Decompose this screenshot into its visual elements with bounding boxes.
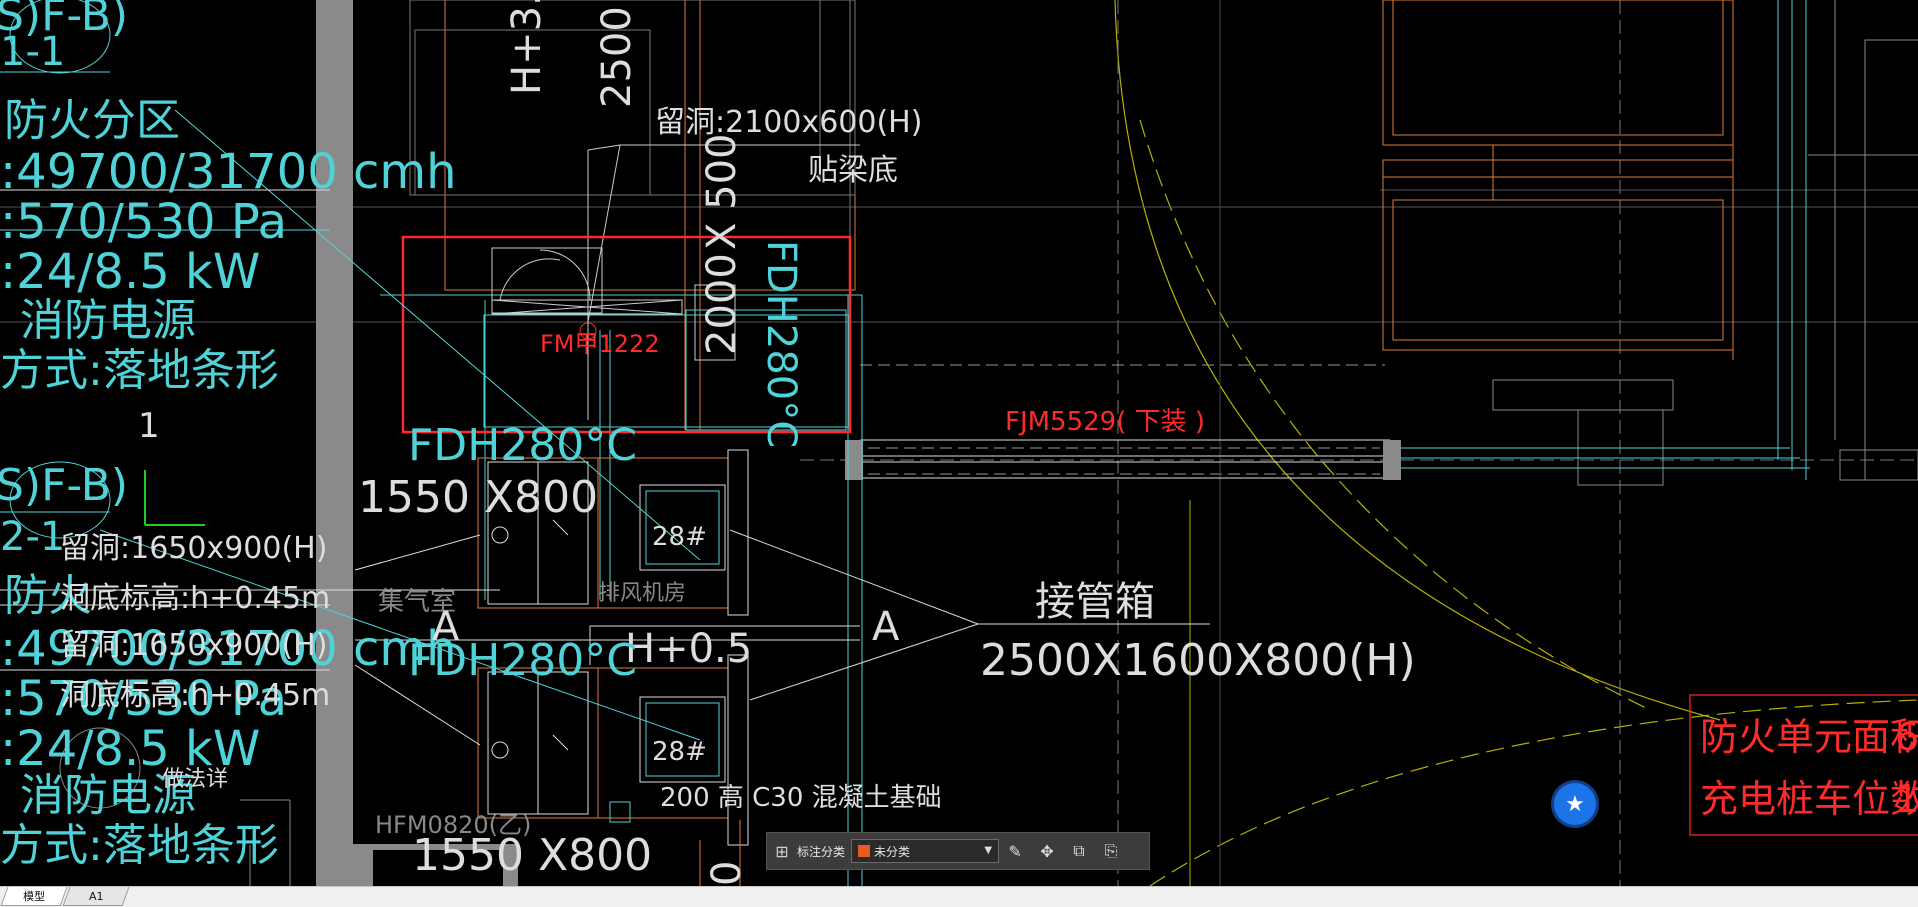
copy-icon[interactable]: ⧉ <box>1073 841 1085 860</box>
annotation-category-label: 标注分类 <box>797 844 846 859</box>
fm-door-label: FM甲1222 <box>540 330 660 358</box>
fire-zone-label: 防火分区 <box>4 95 180 146</box>
unit-28-top: 28# <box>652 522 707 552</box>
fdh-mid: FDH280°C <box>408 420 637 471</box>
fire-unit-area-label: 防火单元面积: <box>1700 715 1918 759</box>
star-icon: ★ <box>1565 791 1585 817</box>
fire-power-label-1: 消防电源 <box>20 295 196 346</box>
fdh-low: FDH280°C <box>408 635 637 686</box>
zone-sub-2: 2-1 <box>0 514 65 560</box>
collector-room-label: 集气室 <box>378 587 456 617</box>
annotation-category-value: 未分类 <box>874 844 911 859</box>
move-icon[interactable]: ✥ <box>1040 841 1054 861</box>
opening-top: 留洞:2100x600(H) <box>655 105 922 140</box>
airflow-2: :49700/31700 cmh <box>0 621 457 677</box>
airflow-1: :49700/31700 cmh <box>0 144 457 200</box>
annotation-category-select[interactable]: 未分类 ▼ <box>851 839 1000 863</box>
tab-model[interactable]: 模型 <box>0 887 68 906</box>
detail-note: 做法详 <box>162 767 228 792</box>
height-05: H+0.5 <box>625 626 752 672</box>
power-2: :24/8.5 kW <box>0 721 260 777</box>
fan-room-label: 排风机房 <box>598 581 686 606</box>
beam-bottom-note: 贴梁底 <box>808 153 898 188</box>
annotation-toolbar: ⊞ 标注分类 未分类 ▼ ✎ ✥ ⧉ ⎘ <box>766 832 1150 870</box>
fire-power-label-2: 消防电源 <box>20 770 196 821</box>
pressure-2: :570/530 Pa <box>0 671 287 727</box>
fire-unit-area-value: 6 <box>1895 715 1918 759</box>
pressure-1: :570/530 Pa <box>0 194 287 250</box>
cad-drawing: S)F-B) 1-1 防火分区 :49700/31700 cmh :570/53… <box>0 0 1918 886</box>
paste-icon[interactable]: ⎘ <box>1104 841 1118 860</box>
zone-title-2: S)F-B) <box>0 460 128 511</box>
grid-icon[interactable]: ⊞ <box>775 841 789 861</box>
edit-icon[interactable]: ✎ <box>1008 841 1022 861</box>
junction-box-title: 接管箱 <box>1035 579 1155 625</box>
unit-28-bottom: 28# <box>652 737 707 767</box>
duct-size-top: 1550 X800 <box>358 472 598 523</box>
marker-1: 1 <box>138 406 160 446</box>
section-a-right: A <box>872 604 900 650</box>
category-color-swatch <box>858 845 871 857</box>
opening-2: 留洞:1650x900(H) <box>60 628 327 663</box>
charging-spaces-value: 1( <box>1895 777 1918 821</box>
favorite-button[interactable]: ★ <box>1554 783 1596 825</box>
power-1: :24/8.5 kW <box>0 244 260 300</box>
dim-2500: 2500 <box>594 6 640 108</box>
duct-size-bottom: 1550 X800 <box>412 830 652 881</box>
dim-500: X 500 <box>699 134 745 250</box>
zone-title-1: S)F-B) <box>0 0 128 41</box>
foundation-note: 200 高 C30 混凝土基础 <box>660 783 942 813</box>
section-a-left: A <box>432 604 460 650</box>
cad-drawing-canvas[interactable]: S)F-B) 1-1 防火分区 :49700/31700 cmh :570/53… <box>0 0 1918 886</box>
opening-1-elevation: 洞底标高:h+0.45m <box>60 581 330 616</box>
chevron-down-icon: ▼ <box>984 845 993 856</box>
fdh-top: FDH280°C <box>758 240 804 448</box>
fjm-door-label: FJM5529( 下装 ) <box>1005 407 1205 437</box>
hfm-door-label: HFM0820(乙) <box>375 811 531 839</box>
height-top: H+3. <box>504 0 550 95</box>
opening-1: 留洞:1650x900(H) <box>60 531 327 566</box>
layout-tab-bar: 模型 A1 <box>0 886 1918 907</box>
zone-sub-1: 1-1 <box>0 29 65 75</box>
tab-a1[interactable]: A1 <box>62 887 130 906</box>
junction-box-size: 2500X1600X800(H) <box>980 635 1416 686</box>
mount-method-2: 方式:落地条形 <box>0 820 279 871</box>
mount-method-1: 方式:落地条形 <box>0 345 279 396</box>
dim-2000: 2000 <box>699 253 745 355</box>
fire-zone-label-2: 防火 <box>4 570 92 621</box>
opening-2-elevation: 洞底标高:h+0.45m <box>60 678 330 713</box>
dim-bottom-partial: 0 <box>704 861 750 886</box>
charging-spaces-label: 充电桩车位数: <box>1700 777 1918 821</box>
